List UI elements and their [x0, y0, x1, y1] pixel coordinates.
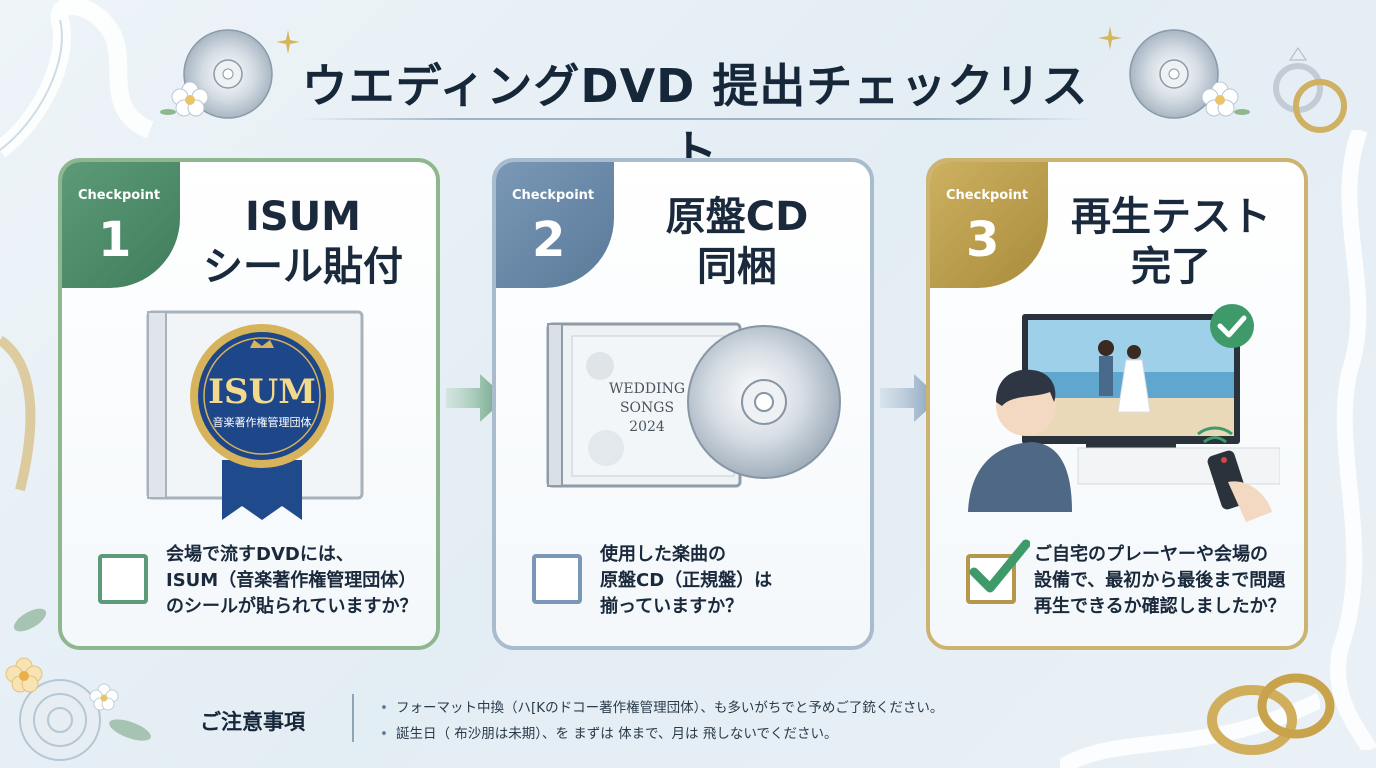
checkpoint-question: 使用した楽曲の 原盤CD（正規盤）は 揃っていますか？: [600, 542, 860, 620]
checkpoint-question-line: ISUM（音楽著作権管理団体）: [166, 570, 417, 591]
checkpoint-question: ご自宅のプレーヤーや会場の 設備で、最初から最後まで問題 再生できるか確認しまし…: [1034, 542, 1294, 620]
ribbon-left-gold: [0, 335, 36, 492]
dvd-disc-icon: [1129, 29, 1219, 119]
checkpoint-title: 再生テスト 完了: [1048, 192, 1294, 292]
checkpoint-card-3: Checkpoint 3 再生テスト 完了: [926, 158, 1308, 650]
cd-cover-label-line: 2024: [629, 419, 665, 435]
checkpoint-title-line: 同梱: [697, 244, 777, 290]
sparkle-icon: [1098, 26, 1122, 50]
checkpoint-title-line: 完了: [1131, 244, 1211, 290]
checkpoint-card-2: Checkpoint 2 原盤CD 同梱 WEDDING SONGS 2024 …: [492, 158, 874, 650]
isum-seal-subtext: 音楽著作権管理団体: [212, 416, 312, 429]
sparkle-icon: [276, 30, 300, 54]
cd-cover-label-line: WEDDING: [608, 381, 686, 397]
notes-item: 誕生日（ 布沙朋は未期）、を まずは 体まで、月は 飛しないでください。: [380, 721, 943, 747]
cd-cover-label-line: SONGS: [619, 400, 675, 416]
notes-divider: [352, 694, 354, 742]
cd-disc-icon: [687, 325, 841, 479]
ribbon-top-left: [0, 0, 154, 158]
checkpoint-checkbox[interactable]: [98, 554, 148, 604]
checkpoint-question-line: 使用した楽曲の: [600, 544, 726, 565]
checkpoint-question-line: のシールが貼られていますか？: [166, 596, 418, 617]
checkpoint-title-line: シール貼付: [203, 244, 403, 290]
cd-cover-label: WEDDING SONGS 2024: [592, 380, 702, 437]
checkpoint-question-line: 会場で流すDVDには、: [166, 544, 354, 565]
checkpoint-label: Checkpoint: [946, 188, 1029, 203]
checkpoint-question-line: 設備で、最初から最後まで問題: [1034, 570, 1286, 591]
title-divider: [300, 118, 1090, 120]
notes-list: フォーマット中換（ハ[Kのドコー著作権管理団体）、も多いがちでと予めご了銃くださ…: [380, 695, 943, 747]
checkpoint-question-line: 再生できるか確認しましたか？: [1034, 596, 1286, 617]
flower-icon: [1201, 81, 1250, 117]
checkpoint-question-line: 原盤CD（正規盤）は: [600, 570, 773, 591]
checkmark-icon: [969, 539, 1030, 593]
notes-label: ご注意事項: [200, 710, 305, 734]
isum-seal-text: ISUM: [208, 372, 316, 412]
checkpoint-label: Checkpoint: [78, 188, 161, 203]
tv-playback-test-illustration: [968, 304, 1280, 522]
checkpoint-badge: Checkpoint 2: [496, 162, 614, 288]
dvd-case-with-isum-seal: [146, 310, 364, 520]
arrow-right-icon: [446, 374, 506, 422]
rose-decoration-icon: [5, 608, 151, 761]
checkpoint-title-line: 原盤CD: [665, 194, 809, 240]
gold-rings-icon: [1207, 673, 1335, 755]
checkpoint-title-line: ISUM: [245, 194, 361, 240]
ribbon-right: [1330, 130, 1376, 750]
checkpoint-question-line: 揃っていますか？: [600, 596, 744, 617]
checkpoint-badge: Checkpoint 3: [930, 162, 1048, 288]
ribbon-bottom-right: [1060, 692, 1320, 768]
wedding-rings-icon: [1273, 47, 1347, 133]
checkpoint-question-line: ご自宅のプレーヤーや会場の: [1034, 544, 1268, 565]
page-title: ウエディングDVD 提出チェックリスト: [301, 59, 1089, 179]
notes-item: フォーマット中換（ハ[Kのドコー著作権管理団体）、も多いがちでと予めご了銃くださ…: [380, 695, 943, 721]
checkpoint-title-line: 再生テスト: [1071, 194, 1271, 240]
checkpoint-number: 3: [966, 212, 1000, 268]
arrow-right-icon: [880, 374, 940, 422]
checkpoint-card-1: Checkpoint 1 ISUM シール貼付 ISUM 音楽著作権管理団体 会…: [58, 158, 440, 650]
flower-icon: [160, 81, 209, 117]
checkpoint-title: 原盤CD 同梱: [614, 192, 860, 292]
checkpoint-question: 会場で流すDVDには、 ISUM（音楽著作権管理団体） のシールが貼られています…: [166, 542, 426, 620]
checkpoint-number: 1: [98, 212, 132, 268]
checkpoint-number: 2: [532, 212, 566, 268]
checkpoint-checkbox[interactable]: [532, 554, 582, 604]
checkpoint-badge: Checkpoint 1: [62, 162, 180, 288]
checkpoint-label: Checkpoint: [512, 188, 595, 203]
checkpoint-title: ISUM シール貼付: [180, 192, 426, 292]
